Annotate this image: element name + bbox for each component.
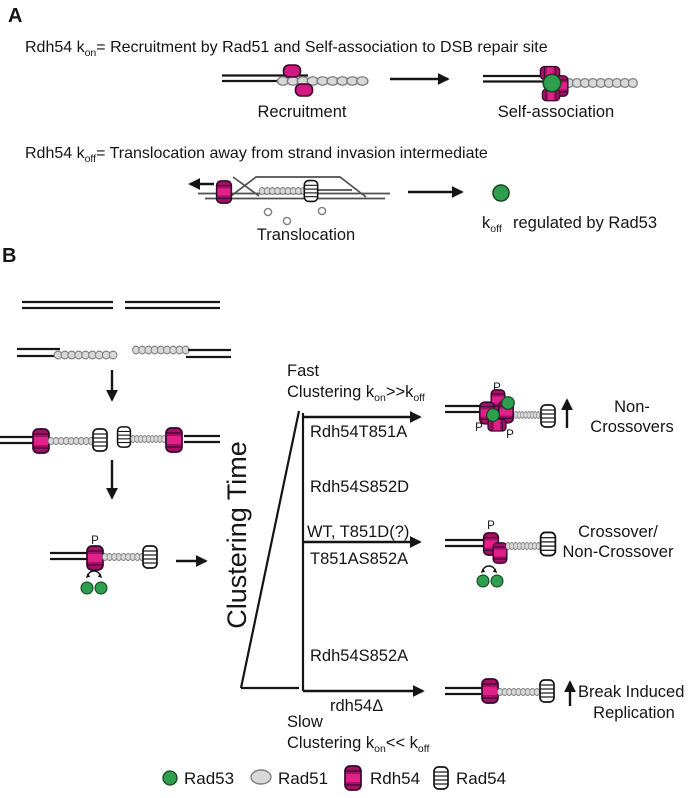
slow-kinetics: Clustering kon<< koff [287, 734, 429, 755]
outcome-noncrossover-structure: P P P [445, 382, 573, 441]
mutant-label-wt: WT, T851D(?) [307, 523, 409, 541]
self-association-structure [483, 65, 638, 102]
mutant-label-rdh54-null: rdh54Δ [330, 697, 383, 715]
rad53-icon [162, 770, 178, 786]
rdh54-icon [294, 83, 314, 97]
clustering-time-triangle [239, 410, 305, 691]
koff-definition: Rdh54 koff= Translocation away from stra… [25, 145, 488, 165]
rdh54-icon [492, 542, 508, 564]
rad53-icon [542, 73, 562, 93]
rad51-icon [250, 769, 272, 785]
phospho-intermediate: P [50, 535, 158, 595]
slow-label: Slow [287, 713, 323, 731]
rad51-filament [47, 436, 95, 446]
rad51-filament [131, 345, 190, 355]
d-loop-strand [230, 176, 367, 198]
rad54-icon [92, 428, 108, 452]
legend-label-rad54: Rad54 [456, 769, 506, 788]
rdh54-icon [86, 545, 104, 571]
outcome-bir-line1: Break Induced [578, 683, 684, 701]
rad51-filament [276, 75, 369, 87]
panel-a-label: A [8, 5, 22, 27]
fast-label: Fast [287, 362, 320, 380]
outcome-noncrossover-line2: Crossovers [590, 418, 673, 436]
rad51-filament [101, 552, 146, 562]
dsb-duplex [22, 300, 220, 310]
rdh54-icon [165, 427, 183, 453]
outcome-crossover-structure: P [445, 520, 557, 588]
kon-definition: Rdh54 kon= Recruitment by Rad51 and Self… [25, 39, 548, 59]
release-arrow-icon [480, 565, 498, 574]
translocation-label: Translocation [257, 226, 355, 244]
rad54-icon [303, 179, 319, 203]
translocation-structure [188, 176, 390, 226]
koff-note-text: regulated by Rad53 [513, 214, 657, 232]
koff-note: koff [482, 214, 502, 235]
legend-label-rad53: Rad53 [184, 769, 234, 788]
legend-label-rad51: Rad51 [278, 769, 328, 788]
rad53-icon [486, 408, 500, 422]
rad53-icon [492, 184, 510, 202]
rad51-filament [258, 187, 308, 195]
released-protein-icon [282, 216, 292, 226]
rad53-icon [80, 581, 94, 595]
released-protein-icon [317, 206, 327, 216]
rdh54-icon [282, 64, 302, 78]
rad53-icon [501, 396, 515, 410]
phospho-label: P [487, 520, 495, 532]
rad53-icon [94, 581, 108, 595]
phospho-label: P [506, 429, 514, 441]
rad54-icon [539, 531, 557, 557]
rad51-filament [53, 350, 118, 360]
outcome-bir-line2: Replication [593, 704, 675, 722]
rad51-filament [563, 77, 638, 89]
phospho-label: P [493, 382, 501, 394]
mutant-label-s852a: Rdh54S852A [310, 647, 408, 665]
clustering-time-axis-label: Clustering Time [222, 441, 252, 629]
filament-pair [0, 426, 220, 454]
rad54-icon [540, 404, 556, 428]
resected-ends [17, 345, 231, 360]
rdh54-icon [481, 678, 499, 704]
fast-kinetics: Clustering kon>>koff [287, 383, 425, 404]
outcome-noncrossover-line1: Non- [614, 398, 650, 416]
rad51-filament [513, 411, 544, 419]
legend-label-rdh54: Rdh54 [370, 769, 420, 788]
rad53-icon [476, 574, 490, 588]
rad53-icon [490, 574, 504, 588]
mutant-label-t851a: Rdh54T851A [310, 423, 407, 441]
outcome-bir-structure [445, 678, 576, 706]
release-arrow-icon [85, 570, 103, 579]
rdh54-icon [215, 180, 233, 204]
mutant-label-s852d: Rdh54S852D [310, 478, 409, 496]
rdh54-icon [32, 428, 50, 454]
d-loop-crossing [232, 176, 260, 197]
rad51-filament [130, 434, 167, 444]
recruitment-structure [222, 64, 369, 97]
rad54-icon [539, 679, 555, 703]
rad54-icon [142, 545, 158, 569]
mutant-label-t851as852a: T851AS852A [310, 550, 408, 568]
panel-b-label: B [2, 245, 16, 267]
phospho-label: P [91, 535, 99, 547]
outcome-crossover-line2: Non-Crossover [563, 543, 674, 561]
recruitment-label: Recruitment [258, 103, 347, 121]
rdh54-icon [344, 765, 362, 791]
legend: Rad53 Rad51 Rdh54 Rad54 [162, 765, 506, 791]
self-association-label: Self-association [498, 103, 614, 121]
outcome-crossover-line1: Crossover/ [578, 523, 658, 541]
rad54-icon [433, 766, 449, 790]
rad51-filament [505, 541, 541, 551]
phospho-label: P [475, 422, 483, 434]
rad54-icon [116, 426, 132, 448]
released-protein-icon [263, 207, 273, 217]
rad51-filament [496, 687, 541, 697]
